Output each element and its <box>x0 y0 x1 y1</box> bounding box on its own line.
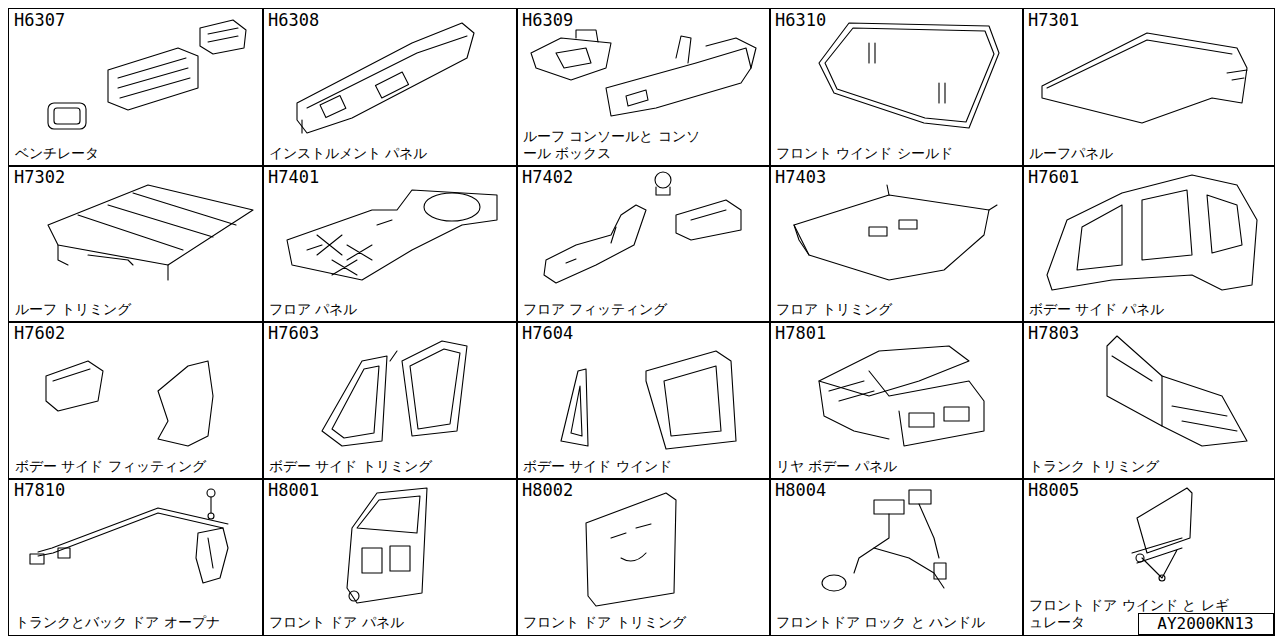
parts-group-cell: H7402 フロア フィッティング <box>516 165 771 323</box>
parts-group-cell: H7810 トランクとバック ドア オープナ <box>8 478 264 636</box>
group-code: H6309 <box>522 11 573 30</box>
parts-group-cell: H7801 リヤ ボデー パネル <box>769 321 1024 480</box>
group-code: H7401 <box>268 168 319 187</box>
group-name: フロント ドア パネル <box>269 614 404 632</box>
group-code: H7403 <box>775 168 826 187</box>
parts-group-cell: H7601 ボデー サイド パネル <box>1022 165 1275 323</box>
group-code: H7402 <box>522 168 573 187</box>
group-name: フロントドア ロック と ハンドル <box>776 614 985 632</box>
parts-group-cell: H6310 フロント ウインド シールド <box>769 8 1024 167</box>
parts-group-cell: H8005フロント ドア ウインド と レギュレータ <box>1022 478 1275 636</box>
parts-group-cell: H8002 フロント ドア トリミング <box>516 478 771 636</box>
group-code: H7601 <box>1028 168 1079 187</box>
group-name: フロント ウインド シールド <box>776 145 953 163</box>
group-name: トランクとバック ドア オープナ <box>15 614 220 632</box>
group-code: H7801 <box>775 324 826 343</box>
group-code: H7603 <box>268 324 319 343</box>
parts-group-cell: H7401 フロア パネル <box>262 165 518 323</box>
parts-group-cell: H7803 トランク トリミング <box>1022 321 1275 480</box>
group-code: H7302 <box>14 168 65 187</box>
group-code: H6310 <box>775 11 826 30</box>
group-name: ルーフパネル <box>1029 145 1113 163</box>
group-name: フロア フィッティング <box>523 301 667 319</box>
group-name: インストルメント パネル <box>269 145 427 163</box>
parts-group-cell: H6309 ルーフ コンソールと コンソール ボックス <box>516 8 771 167</box>
group-code: H8005 <box>1028 481 1079 500</box>
group-name: フロント ドア トリミング <box>523 614 686 632</box>
parts-group-cell: H7302 ルーフ トリミング <box>8 165 264 323</box>
group-name: フロア パネル <box>269 301 357 319</box>
group-code: H7810 <box>14 481 65 500</box>
group-code: H7803 <box>1028 324 1079 343</box>
sheet-id: AY2000KN13 <box>1138 613 1274 635</box>
group-code: H7602 <box>14 324 65 343</box>
group-code: H8001 <box>268 481 319 500</box>
group-name: ルーフ トリミング <box>15 301 131 319</box>
group-name: フロア トリミング <box>776 301 892 319</box>
group-name: リヤ ボデー パネル <box>776 458 897 476</box>
group-code: H7301 <box>1028 11 1079 30</box>
group-name: ベンチレータ <box>15 145 99 163</box>
group-code: H8002 <box>522 481 573 500</box>
parts-group-cell: H7602 ボデー サイド フィッティング <box>8 321 264 480</box>
group-code: H8004 <box>775 481 826 500</box>
group-name: ボデー サイド フィッティング <box>15 458 206 476</box>
group-name: ボデー サイド パネル <box>1029 301 1164 319</box>
group-name: ボデー サイド トリミング <box>269 458 432 476</box>
parts-group-cell: H7604 ボデー サイド ウインド <box>516 321 771 480</box>
group-code: H6308 <box>268 11 319 30</box>
group-name: ボデー サイド ウインド <box>523 458 672 476</box>
parts-group-cell: H6308 インストルメント パネル <box>262 8 518 167</box>
parts-group-cell: H8001 フロント ドア パネル <box>262 478 518 636</box>
parts-group-cell: H8004 フロントドア ロック と ハンドル <box>769 478 1024 636</box>
group-code: H6307 <box>14 11 65 30</box>
parts-group-cell: H7301 ルーフパネル <box>1022 8 1275 167</box>
parts-group-cell: H7403 フロア トリミング <box>769 165 1024 323</box>
group-name: トランク トリミング <box>1029 458 1159 476</box>
parts-group-cell: H6307 ベンチレータ <box>8 8 264 167</box>
group-name: ルーフ コンソールと コンソール ボックス <box>523 128 703 163</box>
parts-group-cell: H7603 ボデー サイド トリミング <box>262 321 518 480</box>
group-code: H7604 <box>522 324 573 343</box>
